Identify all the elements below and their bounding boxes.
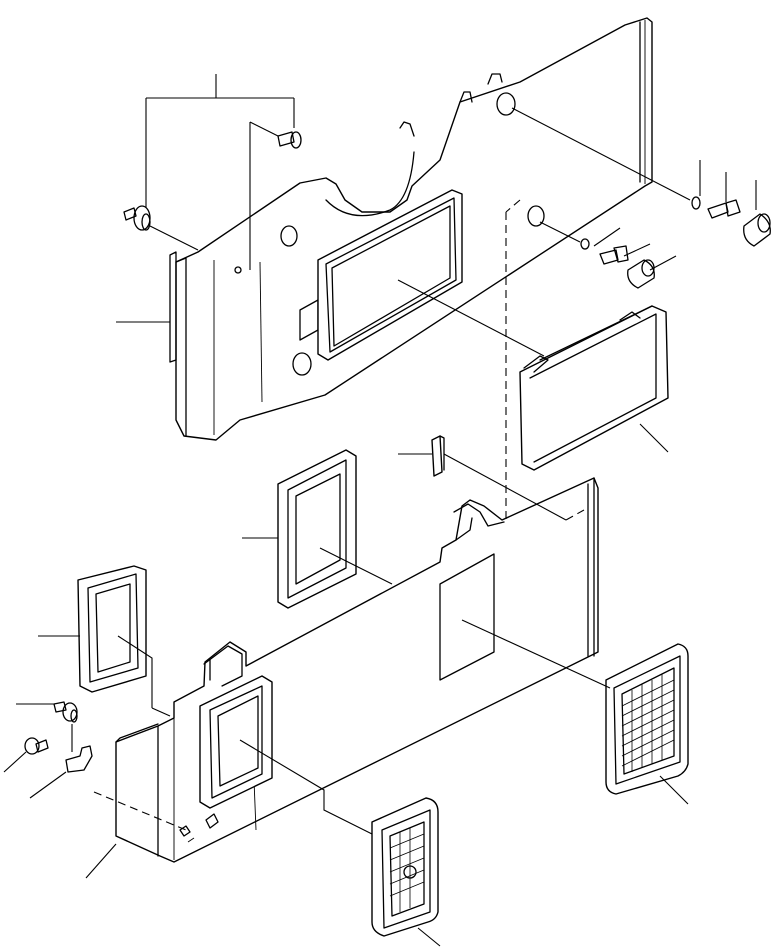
large-louver-grille: [605, 643, 689, 795]
small-louver-grille: [371, 797, 439, 937]
lower-side-panel: [115, 477, 599, 863]
front-lid-cover: [519, 305, 669, 471]
center-frame-seal: [277, 449, 357, 609]
clip-bracket: [179, 813, 219, 843]
screw: [24, 737, 49, 755]
bolt: [707, 199, 741, 219]
cap-nut: [627, 259, 655, 289]
screw: [277, 131, 302, 149]
lower-panel-front-window: [199, 675, 273, 809]
small-frame-seal: [77, 565, 147, 693]
lower-panel-rear-opening: [439, 553, 495, 681]
edge-clip: [431, 435, 445, 477]
washer: [527, 205, 545, 227]
upper-panel-window: [317, 189, 463, 361]
washer: [691, 196, 701, 210]
bolt: [599, 245, 629, 265]
clip-bracket: [65, 745, 93, 773]
washer: [580, 238, 590, 250]
cap-nut: [743, 213, 771, 247]
push-fastener: [123, 205, 151, 231]
leader-lines: [3, 74, 757, 947]
push-fastener: [53, 701, 78, 723]
